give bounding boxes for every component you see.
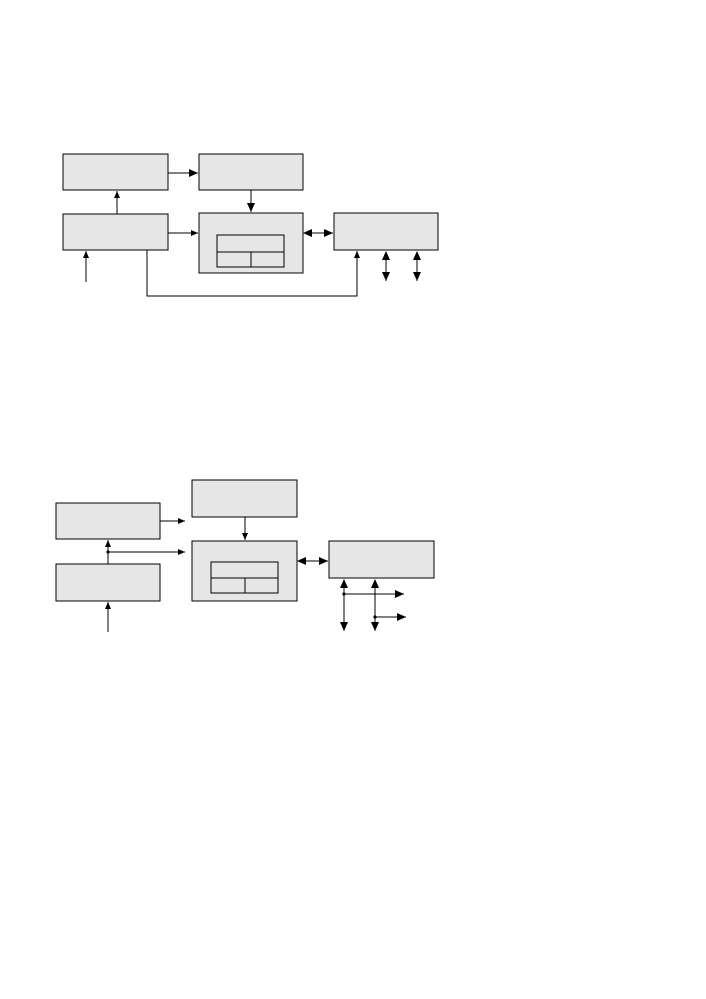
junction-dot-port-2 [373, 615, 377, 619]
block-c-bottom-left [62, 213, 169, 251]
block-a-top-left [62, 153, 169, 191]
block-c-lower-left [55, 563, 161, 602]
junction-dot-left [106, 550, 110, 554]
junction-dot-port-1 [342, 592, 346, 596]
diagram-2 [55, 479, 435, 632]
diagram-1 [62, 153, 439, 297]
path-c-to-e [146, 250, 360, 297]
block-e-right [333, 212, 439, 251]
block-a-top-middle [191, 479, 298, 518]
block-b-top-middle [198, 153, 304, 191]
block-b-upper-left [55, 502, 161, 540]
block-e-right [328, 540, 435, 579]
